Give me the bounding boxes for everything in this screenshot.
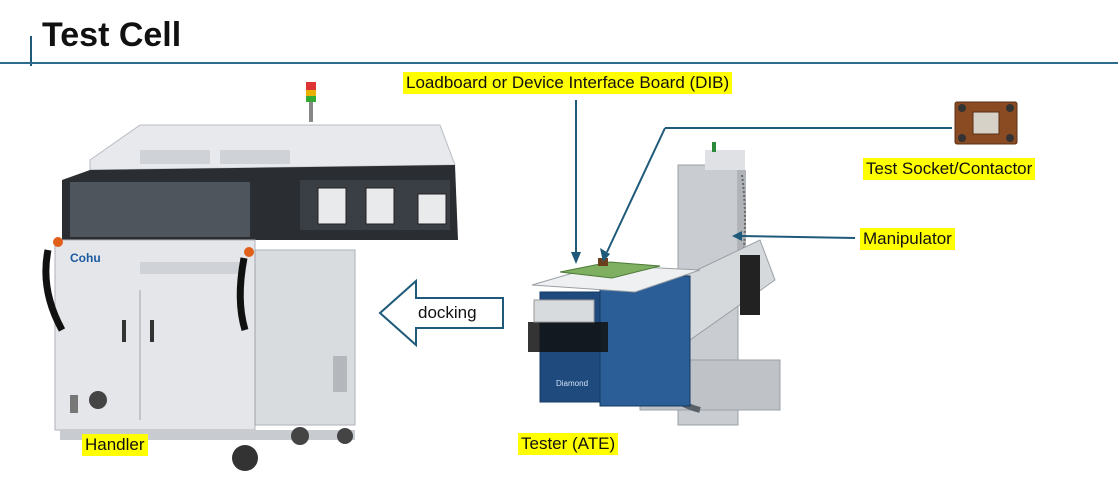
handler-label: Handler	[82, 434, 148, 456]
dib-label: Loadboard or Device Interface Board (DIB…	[403, 72, 733, 94]
callout-lines	[571, 100, 952, 264]
docking-arrow	[378, 278, 504, 348]
title-accent-bar	[30, 36, 32, 66]
manipulator-label: Manipulator	[860, 228, 955, 250]
handler-brand-logo: Cohu	[70, 251, 101, 265]
test-socket-image	[954, 101, 1018, 145]
tester-brand-logo: Diamond	[556, 379, 588, 388]
handler-machine: Cohu	[42, 82, 458, 471]
docking-label: docking	[418, 303, 477, 322]
page-title: Test Cell	[42, 16, 182, 54]
tester-label: Tester (ATE)	[518, 433, 619, 455]
socket-label: Test Socket/Contactor	[863, 158, 1036, 180]
title-divider	[0, 62, 1118, 64]
tester-machine: Diamond	[528, 142, 781, 426]
manipulator-callout-line	[739, 235, 856, 239]
